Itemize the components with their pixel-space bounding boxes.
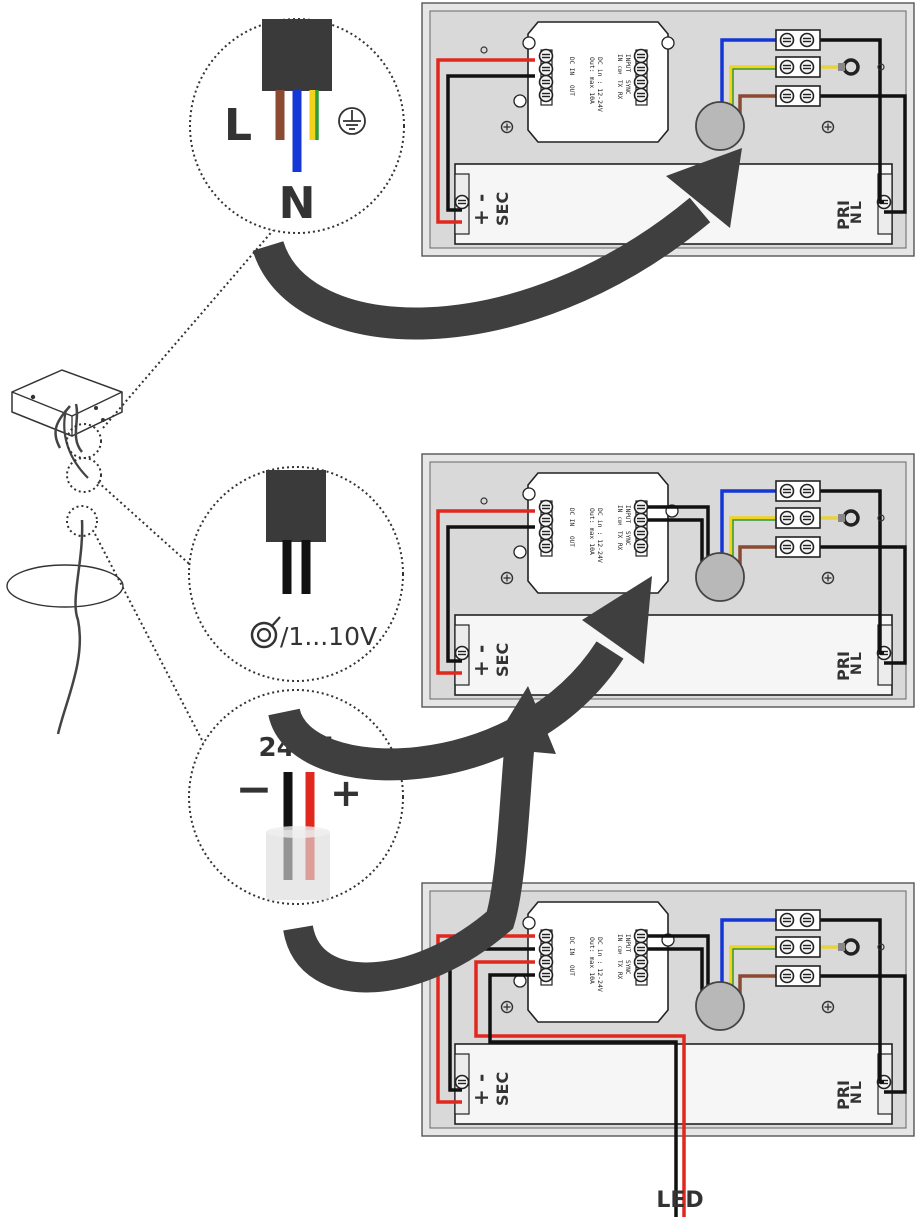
ring-terminal [838,938,860,956]
module-dcin-text: DC IN [568,57,575,75]
pri-l-label: L [849,201,865,210]
module-in-text: IN [616,934,623,942]
module-voltage-text: DC in : 12-24V [596,57,604,112]
sec-label: SEC [493,192,512,226]
panel-1 [421,2,915,257]
module-sync-text: SYNC [624,531,631,546]
module-voltage-text: DC in : 12-24V [596,937,604,992]
panel-2-labels: DC in : 12-24V Out: max 10A IN COM TX RX… [469,505,865,681]
dimming-callout: /1...10V [188,466,404,682]
module-sync-text: SYNC [624,80,631,95]
pri-label: PRI [834,1080,853,1110]
pri-n-label: N [849,212,865,224]
module-in-text: IN [616,505,623,513]
live-label: L [224,100,252,151]
ceiling-junction-box [11,369,123,479]
neutral-label: N [279,178,316,229]
arrow-mains-to-panel-1 [252,148,742,340]
led-driver [454,1043,893,1125]
module-voltage-text: DC in : 12-24V [596,508,604,563]
arrow-output-to-panel-3 [283,686,556,993]
arrow-dimming-to-panel-2 [268,576,652,781]
module-out-text: OUT [568,536,575,547]
plus-label: + [330,771,362,815]
panel-3-labels: DC in : 12-24V Out: max 10A IN COM TX RX… [469,934,865,1110]
module-dcin-text: DC IN [568,937,575,955]
module-com-text: COM [616,946,622,954]
module-current-text: Out: max 10A [588,57,596,104]
module-input-text: INPUT [624,934,631,952]
module-dcin-text: DC IN [568,508,575,526]
leader-lines [94,227,286,901]
dimming-signal-label: /1...10V [280,622,377,651]
cable-jacket [262,19,332,91]
protective-earth-icon [338,107,366,135]
module-tx-text: TX [616,531,623,539]
sec-minus-label: - [469,645,493,653]
control-module [527,472,669,594]
module-input-text: INPUT [624,505,631,523]
cable-grommet [695,552,745,602]
pri-n-label: N [849,663,865,675]
pri-label: PRI [834,651,853,681]
module-rx-text: RX [616,543,623,551]
sec-plus-label: + [469,209,493,226]
pri-l-label: L [849,1081,865,1090]
module-current-text: Out: max 10A [588,508,596,555]
sec-label: SEC [493,1072,512,1106]
module-input-text: INPUT [624,54,631,72]
module-current-text: Out: max 10A [588,937,596,984]
module-com-text: COM [616,66,622,74]
heatshrink-sleeve [266,830,330,900]
sec-minus-label: - [469,194,493,202]
module-tx-text: TX [616,80,623,88]
panel-1-labels: DC in : 12-24V Out: max 10A IN COM TX RX… [469,54,865,230]
cable-jacket [266,470,326,542]
module-tx-text: TX [616,960,623,968]
sec-label: SEC [493,643,512,677]
module-out-text: OUT [568,965,575,976]
panel-2 [421,453,915,708]
pri-label: PRI [834,200,853,230]
module-com-text: COM [616,517,622,525]
module-rx-text: RX [616,972,623,980]
sec-plus-label: + [469,1089,493,1106]
panel-3 [421,882,915,1217]
minus-label: − [236,764,273,815]
sec-minus-label: - [469,1074,493,1082]
led-driver [454,614,893,696]
module-out-text: OUT [568,85,575,96]
mains-callout: L N [189,18,405,234]
control-module [527,901,669,1023]
control-module [527,21,669,143]
pri-l-label: L [849,652,865,661]
pri-n-label: N [849,1092,865,1104]
module-sync-text: SYNC [624,960,631,975]
led-output-label: LED [656,1188,703,1213]
module-in-text: IN [616,54,623,62]
dimmer-icon [250,616,281,649]
sec-plus-label: + [469,660,493,677]
module-rx-text: RX [616,92,623,100]
ring-terminal [838,509,860,527]
detail-markers [66,423,102,537]
cable-grommet [695,101,745,151]
luminaire-cable [6,519,124,735]
cable-grommet [695,981,745,1031]
ring-terminal [838,58,860,76]
